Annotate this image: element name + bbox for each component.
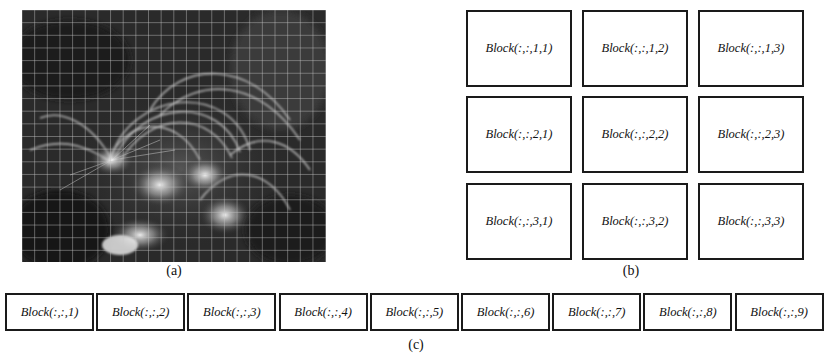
- grid-line: [22, 225, 326, 226]
- block-box: Block(:,:,1,1): [466, 10, 572, 87]
- grid-line: [22, 250, 326, 251]
- block-label: Block(:,:,2): [112, 305, 170, 320]
- grid-line: [22, 10, 326, 11]
- panel-label: (a): [166, 263, 182, 279]
- grid-line: [22, 73, 326, 74]
- block-label: Block(:,:,6): [477, 305, 535, 320]
- block-label: Block(:,:,1,2): [602, 41, 669, 56]
- block-label: Block(:,:,3,1): [486, 214, 553, 229]
- block-label: Block(:,:,7): [568, 305, 626, 320]
- grid-line: [22, 35, 326, 36]
- block-box: Block(:,:,1,2): [582, 10, 688, 87]
- block-slice-box: Block(:,:,9): [735, 293, 824, 331]
- block-label: Block(:,:,4): [294, 305, 352, 320]
- grid-line: [22, 123, 326, 124]
- grid-line: [22, 47, 326, 48]
- block-box: Block(:,:,2,2): [582, 96, 688, 173]
- block-label: Block(:,:,2,2): [602, 127, 669, 142]
- grid-line: [22, 136, 326, 137]
- block-slice-box: Block(:,:,3): [187, 293, 276, 331]
- grid-line: [22, 161, 326, 162]
- block-label: Block(:,:,2,1): [486, 127, 553, 142]
- block-label: Block(:,:,1,3): [718, 41, 785, 56]
- grid-line: [22, 85, 326, 86]
- block-label: Block(:,:,1,1): [486, 41, 553, 56]
- block-slice-box: Block(:,:,6): [461, 293, 550, 331]
- grid-line: [22, 174, 326, 175]
- panel-label: (b): [623, 263, 639, 279]
- block-label: Block(:,:,5): [385, 305, 443, 320]
- grid-line: [22, 111, 326, 112]
- block-box: Block(:,:,2,3): [698, 96, 804, 173]
- block-label: Block(:,:,3,3): [718, 214, 785, 229]
- block-box: Block(:,:,3,1): [466, 183, 572, 260]
- panel-label: (c): [408, 337, 424, 353]
- block-label: Block(:,:,3): [203, 305, 261, 320]
- block-slice-box: Block(:,:,8): [643, 293, 732, 331]
- grid-line: [22, 199, 326, 200]
- grid-line: [22, 187, 326, 188]
- block-box: Block(:,:,3,3): [698, 183, 804, 260]
- block-slice-box: Block(:,:,1): [5, 293, 94, 331]
- block-label: Block(:,:,8): [659, 305, 717, 320]
- grid-line: [22, 22, 326, 23]
- block-slice-box: Block(:,:,4): [279, 293, 368, 331]
- block-box: Block(:,:,1,3): [698, 10, 804, 87]
- block-box: Block(:,:,2,1): [466, 96, 572, 173]
- block-box: Block(:,:,3,2): [582, 183, 688, 260]
- block-label: Block(:,:,2,3): [718, 127, 785, 142]
- block-slice-box: Block(:,:,2): [96, 293, 185, 331]
- sun-image: [22, 10, 326, 262]
- block-label: Block(:,:,3,2): [602, 214, 669, 229]
- block-slice-box: Block(:,:,5): [370, 293, 459, 331]
- grid-line: [22, 237, 326, 238]
- grid-line: [22, 60, 326, 61]
- grid-line: [22, 212, 326, 213]
- block-label: Block(:,:,1): [21, 305, 79, 320]
- grid-line: [22, 149, 326, 150]
- block-slice-box: Block(:,:,7): [552, 293, 641, 331]
- block-label: Block(:,:,9): [750, 305, 808, 320]
- grid-line: [22, 98, 326, 99]
